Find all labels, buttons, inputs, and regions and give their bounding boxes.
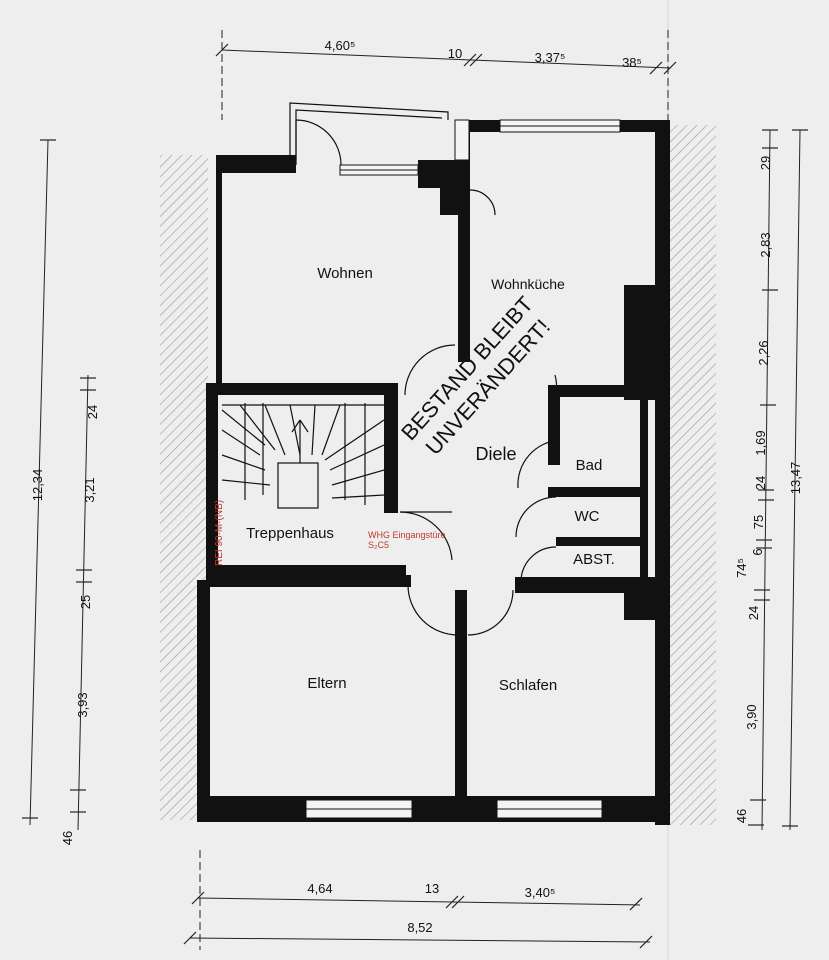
dim-bottom-total: 8,52 <box>407 920 432 935</box>
dim-left-5: 46 <box>60 831 75 845</box>
dim-right: 29 2,83 2,26 1,69 24 75 6 74⁵ 24 3,90 46… <box>734 129 808 831</box>
room-wc: WC <box>575 508 600 525</box>
room-eltern: Eltern <box>307 675 346 692</box>
dim-left-4: 3,93 <box>75 692 90 717</box>
dim-top-1: 4,60⁵ <box>325 38 356 53</box>
dim-right-5: 24 <box>753 476 768 490</box>
door-class: S₂C5 <box>368 540 389 550</box>
dim-right-7: 6 <box>750 548 765 555</box>
dim-right-2: 2,83 <box>758 232 773 257</box>
dim-left: 12,34 24 3,21 25 3,93 46 <box>22 139 100 845</box>
room-wohnen: Wohnen <box>317 265 373 282</box>
hatched-area-right <box>668 125 716 825</box>
dim-right-9: 3,90 <box>744 704 759 729</box>
dim-right-8: 24 <box>746 606 761 620</box>
windows <box>289 102 621 819</box>
room-bad: Bad <box>576 457 603 474</box>
dim-left-2: 3,21 <box>82 477 97 502</box>
doors <box>295 119 561 636</box>
room-abst: ABST. <box>573 551 615 568</box>
door-note: WHG Eingangstüre <box>368 530 446 540</box>
dim-bottom-1: 4,64 <box>307 881 332 896</box>
existing-stamp: BESTAND BLEIBT UNVERÄNDERT! <box>396 291 555 459</box>
room-schlafen: Schlafen <box>499 677 557 694</box>
room-wohnkueche: Wohnküche <box>491 276 565 292</box>
dim-right-total: 13,47 <box>788 462 803 495</box>
dim-left-3: 25 <box>78 595 93 609</box>
dim-top-2: 10 <box>448 46 462 61</box>
dim-right-group: 74⁵ <box>734 558 749 578</box>
dim-left-1: 24 <box>85 405 100 419</box>
wall-rating: REI 90-M-(NB) <box>214 500 225 566</box>
dim-right-3: 2,26 <box>756 340 771 365</box>
room-treppenhaus: Treppenhaus <box>246 525 334 542</box>
dim-top: 4,60⁵ 10 3,37⁵ 38⁵ <box>215 30 677 120</box>
dim-right-4: 1,69 <box>753 430 768 455</box>
dim-right-6: 75 <box>751 515 766 529</box>
dim-bottom-3: 3,40⁵ <box>525 885 556 900</box>
dim-bottom-2: 13 <box>425 881 439 896</box>
dim-top-3: 3,37⁵ <box>535 50 566 65</box>
dim-top-4: 38⁵ <box>622 55 642 70</box>
dim-right-10: 46 <box>734 809 749 823</box>
room-diele: Diele <box>475 444 516 464</box>
dim-left-total: 12,34 <box>30 469 45 502</box>
dim-right-1: 29 <box>758 156 773 170</box>
staircase <box>221 403 385 509</box>
dim-bottom: 4,64 13 3,40⁵ 8,52 <box>183 850 653 950</box>
